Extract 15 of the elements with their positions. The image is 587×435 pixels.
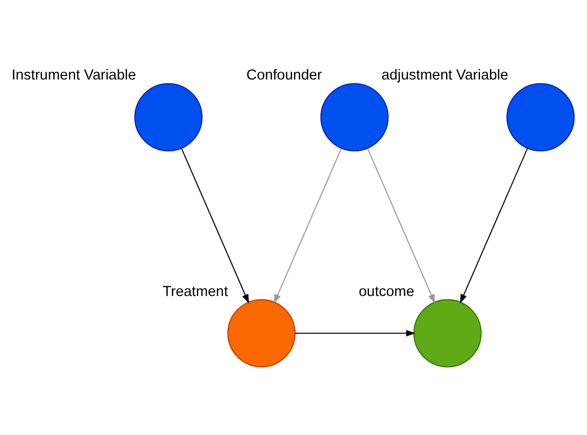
arrow: [295, 330, 416, 337]
node-label: outcome: [358, 284, 414, 300]
node-label: Instrument Variable: [12, 68, 136, 84]
arrow: [367, 148, 436, 304]
arrow: [274, 148, 342, 304]
arrow: [460, 148, 528, 304]
node-label: adjustment Variable: [382, 68, 508, 84]
node-circle: [320, 83, 389, 152]
node-label: Treatment: [162, 284, 228, 300]
node-circle: [227, 299, 296, 368]
arrow: [181, 148, 250, 304]
node-label: Confounder: [246, 68, 322, 84]
node-circle: [413, 299, 482, 368]
node-circle: [506, 83, 575, 152]
node-circle: [134, 83, 203, 152]
